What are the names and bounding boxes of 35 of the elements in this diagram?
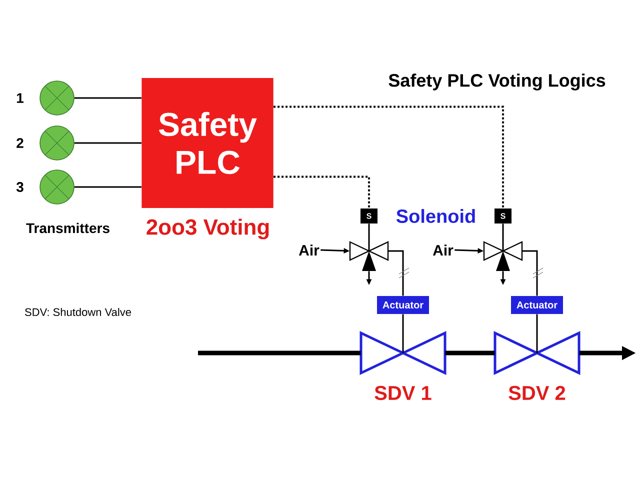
wire bbox=[74, 186, 142, 188]
three-way-valve bbox=[349, 241, 389, 271]
number-label: 3 bbox=[16, 182, 24, 192]
air-line bbox=[388, 250, 404, 296]
solenoid-label: Solenoid bbox=[396, 209, 475, 223]
solenoid-box: S bbox=[360, 208, 378, 224]
transmitter-circle bbox=[40, 170, 74, 204]
solenoid-box: S bbox=[494, 208, 512, 224]
shutdown-valve bbox=[494, 331, 580, 375]
pipeline bbox=[445, 350, 495, 356]
wire bbox=[74, 97, 142, 99]
shutdown-valve bbox=[360, 331, 446, 375]
signal-line bbox=[274, 176, 370, 208]
actuator-box: Actuator bbox=[511, 296, 563, 314]
signal-line bbox=[274, 106, 504, 208]
solenoid-stem bbox=[368, 224, 370, 251]
transmitter-circle bbox=[40, 80, 74, 116]
plc-box: Safety PLC bbox=[142, 78, 274, 208]
voting-label: 2oo3 Voting bbox=[146, 218, 269, 240]
valve-label: SDV 2 bbox=[508, 386, 566, 400]
three-way-valve bbox=[483, 241, 523, 271]
pipeline bbox=[198, 350, 361, 356]
wire bbox=[74, 142, 142, 144]
transmitters-label: Transmitters bbox=[26, 222, 110, 234]
number-label: 2 bbox=[16, 138, 24, 148]
number-label: 1 bbox=[16, 93, 24, 103]
air-label: Air bbox=[432, 244, 454, 256]
air-line bbox=[522, 250, 538, 296]
transmitter-circle bbox=[40, 126, 74, 160]
air-label: Air bbox=[298, 244, 320, 256]
solenoid-stem bbox=[502, 224, 504, 251]
actuator-box: Actuator bbox=[377, 296, 429, 314]
valve-label: SDV 1 bbox=[374, 386, 432, 400]
note-text: SDV: Shutdown Valve bbox=[25, 308, 131, 316]
title: Safety PLC Voting Logics bbox=[388, 74, 606, 90]
